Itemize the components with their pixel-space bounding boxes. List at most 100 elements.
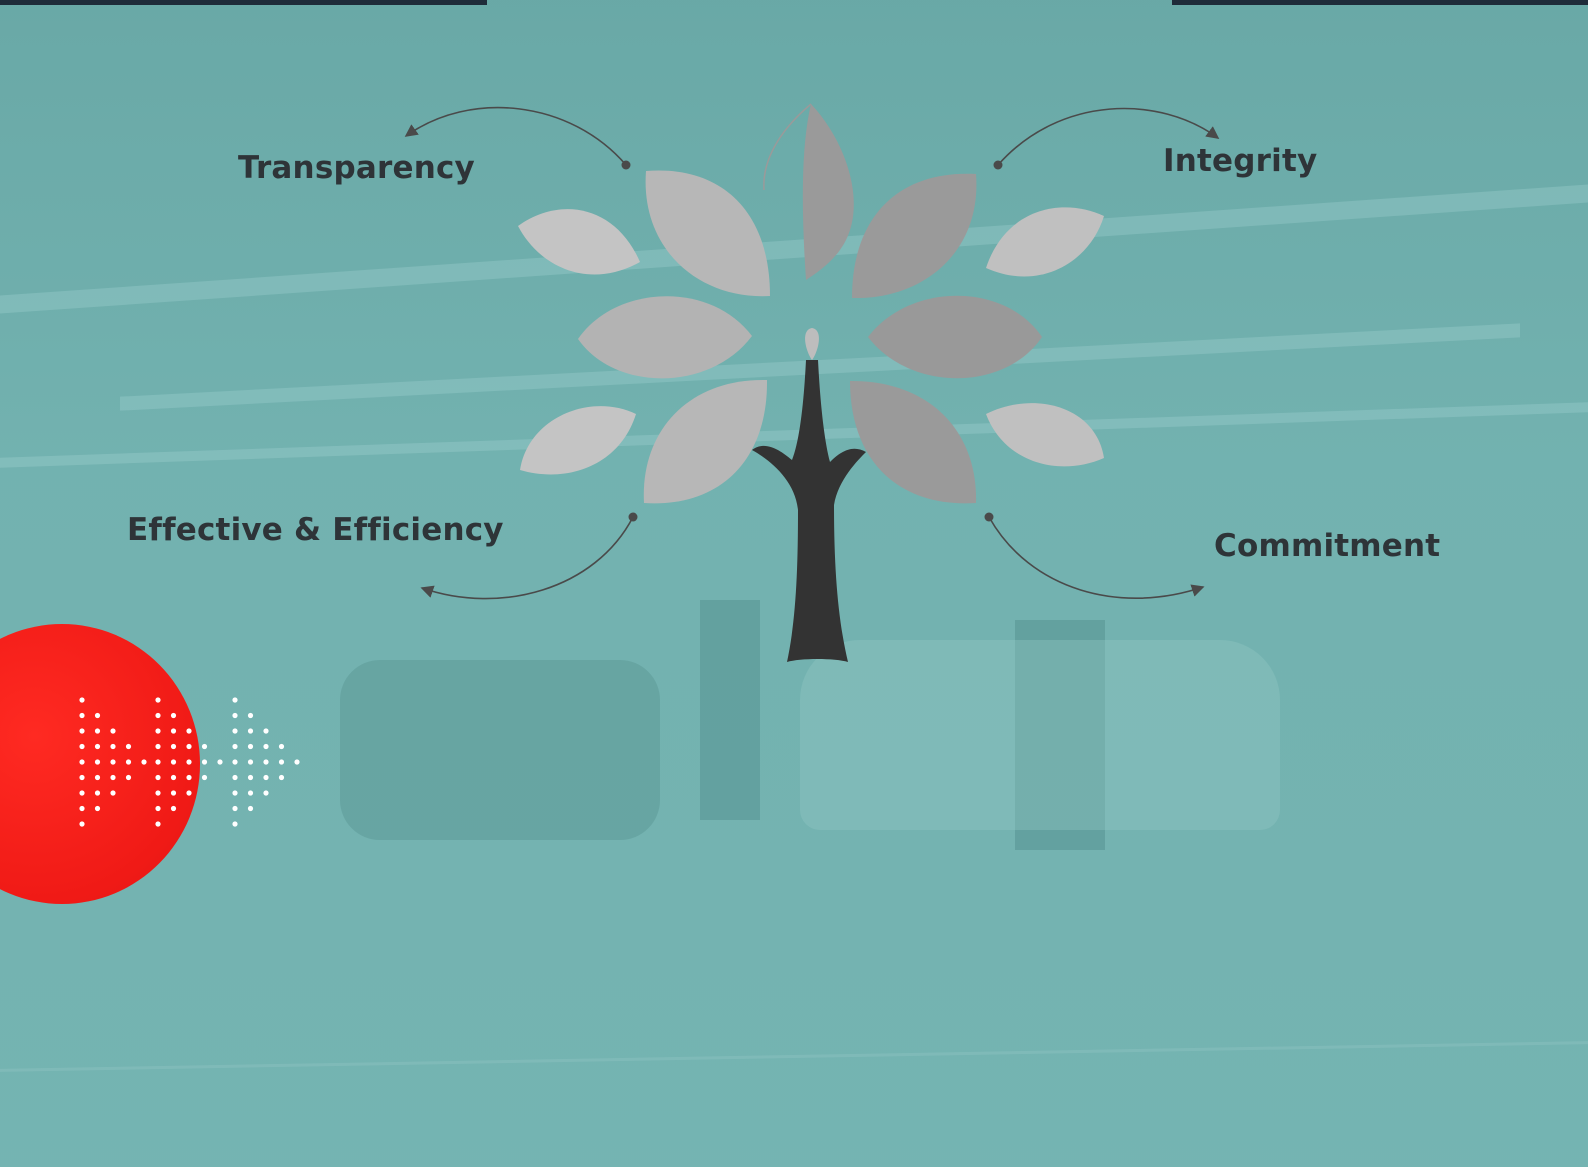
decor-dot: [247, 790, 254, 796]
decor-dot: [263, 790, 269, 796]
tree-leaf-top-left: [763, 103, 812, 191]
decor-dot: [79, 728, 85, 734]
decor-dot: [155, 743, 161, 750]
tree-leaf-far-lower-right: [986, 403, 1104, 467]
tree-leaf-top-right: [802, 104, 854, 280]
arrow-effective: [420, 516, 634, 600]
decor-dot: [94, 759, 101, 765]
decor-dot: [186, 743, 192, 750]
decor-dot: [79, 805, 85, 812]
arrow-commitment: [988, 516, 1205, 599]
decor-dot: [232, 790, 238, 796]
decor-dot: [79, 697, 85, 703]
decor-dot: [232, 759, 238, 765]
top-strip-right: [1172, 0, 1588, 5]
decor-dot: [263, 743, 269, 750]
background-pillar: [700, 600, 760, 820]
decor-dot: [94, 743, 101, 750]
decor-dot: [141, 759, 147, 765]
value-label-effective-efficiency: Effective & Efficiency: [127, 512, 504, 548]
value-label-integrity: Integrity: [1163, 143, 1318, 179]
decor-dot: [94, 805, 101, 812]
decor-dot: [263, 774, 269, 781]
decor-dot: [155, 759, 161, 765]
decor-dot: [232, 697, 238, 703]
decor-dot: [247, 774, 254, 781]
connector-arrows: [404, 106, 1220, 600]
decor-dot: [170, 712, 177, 719]
decor-dot: [155, 697, 161, 703]
decor-dot: [79, 712, 85, 719]
decor-dot: [247, 805, 254, 812]
decor-dot: [94, 774, 101, 781]
decor-dot: [201, 743, 208, 750]
arrow-integrity: [997, 107, 1220, 166]
decor-dot: [186, 774, 192, 781]
decor-dot: [201, 774, 208, 781]
decor-dot: [155, 728, 161, 734]
decor-dot: [79, 774, 85, 781]
decor-dot: [110, 728, 116, 734]
decor-dot: [110, 790, 116, 796]
decor-dot: [247, 759, 254, 765]
decor-dot: [170, 774, 177, 781]
arrow-integrity-dot: [993, 160, 1003, 170]
arrow-transparency-dot: [621, 160, 631, 170]
tree-leaf-lower-right: [850, 380, 977, 504]
decor-dot: [263, 759, 269, 765]
decor-dot: [263, 728, 269, 734]
decor-dot: [79, 743, 85, 750]
tree-icon: [518, 103, 1104, 662]
tree-leaf-upper-right: [852, 173, 977, 299]
tree-leaf-upper-left: [645, 170, 770, 297]
decor-dot: [170, 728, 177, 734]
decor-dot: [232, 728, 238, 734]
decor-dot: [125, 743, 132, 750]
decor-dot: [278, 743, 285, 750]
decor-dot: [79, 790, 85, 796]
decor-dot: [232, 743, 238, 750]
arrow-transparency: [404, 106, 627, 166]
decor-dot: [232, 774, 238, 781]
decor-dot: [170, 790, 177, 796]
decor-dot: [94, 728, 101, 734]
decor-dot: [155, 774, 161, 781]
decor-dot: [278, 774, 285, 781]
tree-leaf-far-upper-right: [986, 207, 1104, 277]
value-label-transparency: Transparency: [238, 150, 475, 186]
value-label-commitment: Commitment: [1214, 528, 1441, 564]
tree-leaf-mid-left: [578, 296, 752, 379]
tree-leaf-lower-left: [643, 379, 768, 504]
decor-dot: [155, 712, 161, 719]
decor-dot: [155, 790, 161, 796]
background-pillar: [1015, 620, 1105, 850]
decor-dot: [79, 759, 85, 765]
decor-dot: [110, 743, 116, 750]
background-car: [800, 640, 1280, 830]
decor-dot: [232, 712, 238, 719]
decor-dot: [278, 759, 285, 765]
dotted-arrows-icon: [79, 697, 300, 827]
decor-dot: [247, 712, 254, 719]
decor-dot: [186, 759, 192, 765]
decor-dot: [110, 759, 116, 765]
tree-leaf-far-lower-left: [520, 406, 636, 475]
decor-dot: [247, 743, 254, 750]
tree-bud: [805, 328, 819, 360]
decor-dot: [217, 759, 223, 765]
decor-dot: [155, 805, 161, 812]
decor-dot: [170, 805, 177, 812]
decor-dot: [294, 759, 300, 765]
decor-dot: [247, 728, 254, 734]
decor-dot: [125, 759, 132, 765]
tree-leaf-far-upper-left: [518, 209, 640, 275]
decor-dot: [94, 712, 101, 719]
decor-dot: [94, 790, 101, 796]
decor-dot: [110, 774, 116, 781]
background-pillar: [340, 660, 660, 840]
decor-dot: [186, 790, 192, 796]
arrow-commitment-dot: [984, 512, 994, 522]
arrow-effective-dot: [628, 512, 638, 522]
